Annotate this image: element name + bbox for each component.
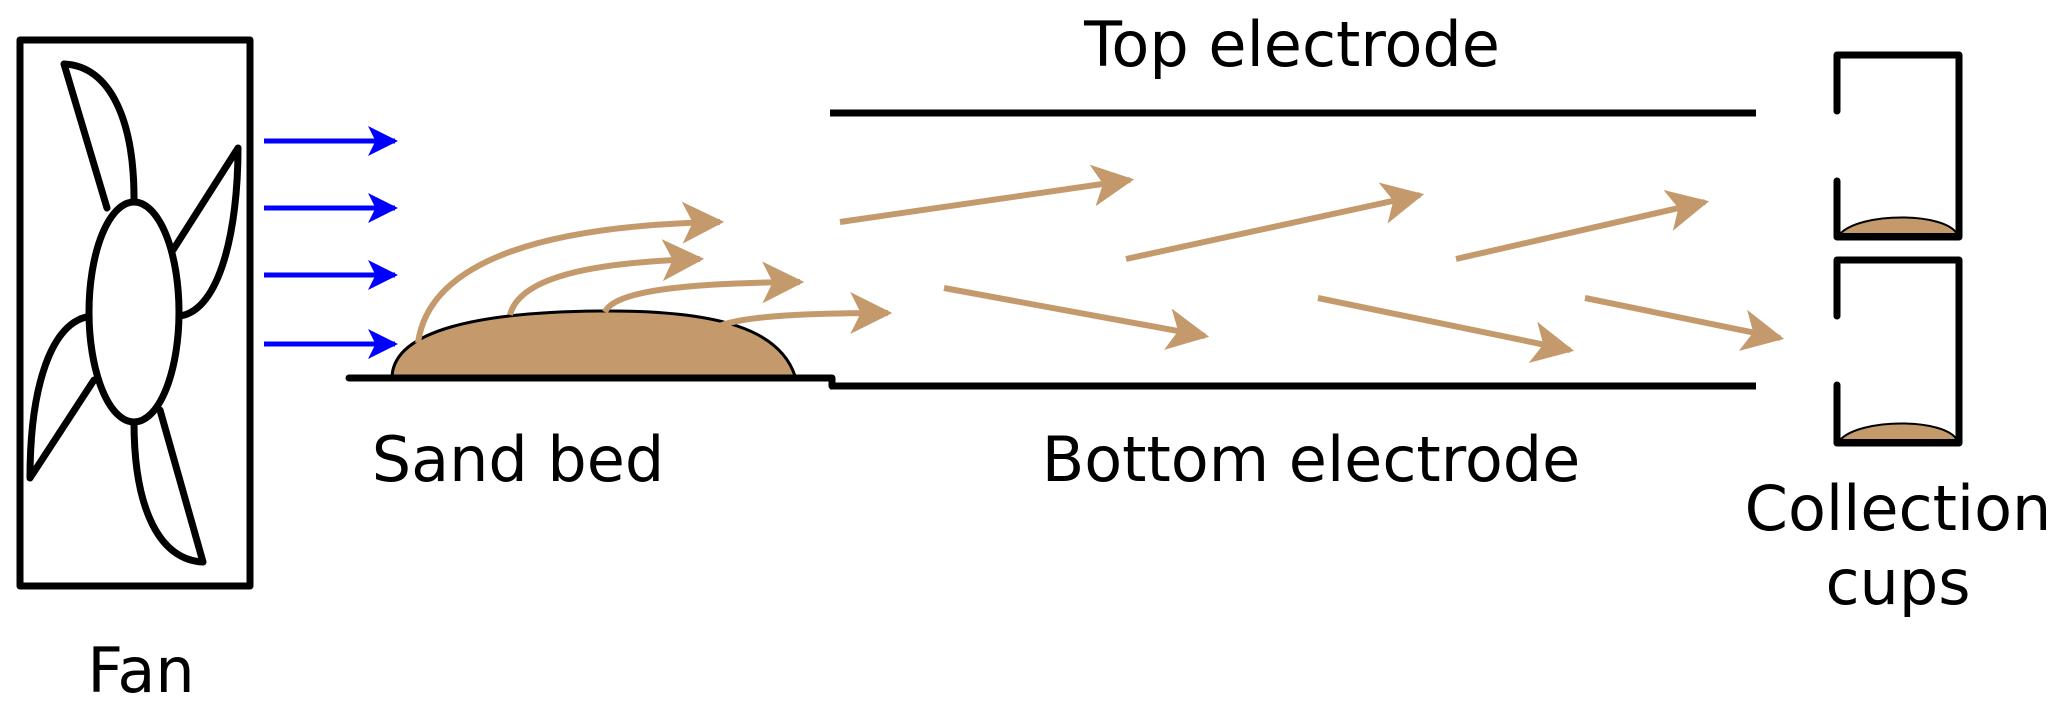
fan-label: Fan xyxy=(87,634,194,707)
sand-trajectory-arrow xyxy=(415,201,725,344)
cup-sand xyxy=(1837,422,1959,441)
cup-outline xyxy=(1833,256,1963,447)
fan-blade-top xyxy=(60,60,138,212)
bottom-electrode-label: Bottom electrode xyxy=(1042,423,1581,496)
fan-blade-right xyxy=(169,144,242,320)
sand-bed-base xyxy=(345,374,836,390)
sand-trajectory-arrow xyxy=(943,285,1210,350)
sand-trajectory-arrow xyxy=(1584,295,1785,351)
sand-trajectory-arrow xyxy=(839,164,1135,225)
collection-cup-upper xyxy=(1833,51,1963,241)
fan-blade-bottom xyxy=(130,406,207,566)
air-flow-arrows xyxy=(264,126,398,359)
collection-cup-lower xyxy=(1833,256,1963,447)
sand-trajectory-arrow xyxy=(1125,182,1425,262)
collection-cups-label-line1: Collection xyxy=(1745,472,2052,545)
fan-housing xyxy=(16,36,254,590)
sand-trajectories xyxy=(415,164,1785,363)
sand-bed-label: Sand bed xyxy=(372,423,665,496)
top-electrode-label: Top electrode xyxy=(1083,8,1500,81)
cup-sand xyxy=(1837,216,1959,235)
fan-hub xyxy=(85,198,183,426)
fan-blade-left xyxy=(26,312,98,482)
sand-trajectory-arrow xyxy=(507,239,705,316)
cup-outline xyxy=(1833,51,1963,241)
sand-trajectory-arrow xyxy=(702,292,893,338)
fan xyxy=(16,36,254,590)
sand-trajectory-arrow xyxy=(1455,189,1710,262)
sand-trajectory-arrow xyxy=(1317,295,1575,363)
collection-cups-label-line2: cups xyxy=(1825,546,1970,619)
sand-trajectory-arrow xyxy=(602,261,805,314)
